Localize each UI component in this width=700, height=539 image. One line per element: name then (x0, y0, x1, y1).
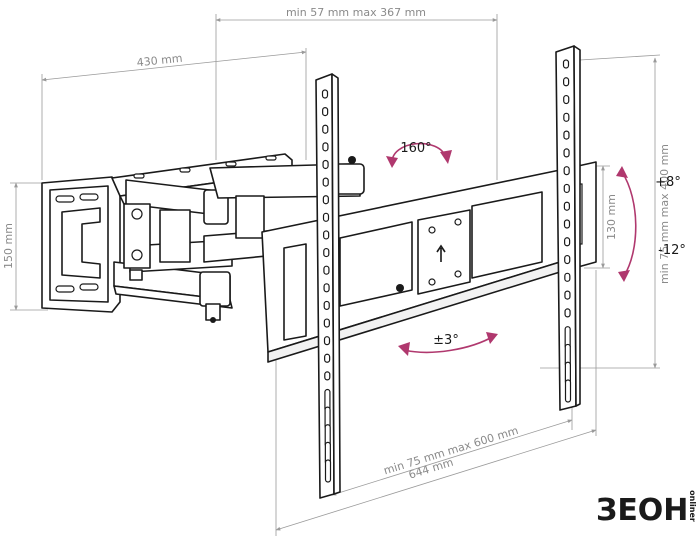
bar-slot (322, 177, 329, 187)
label-tilt-down: -12° (658, 243, 686, 258)
bar-slot (323, 247, 330, 258)
bar-slot (323, 265, 330, 275)
bar-slot (324, 353, 331, 363)
bar-slot (564, 308, 571, 318)
bar-slot (324, 371, 331, 381)
bar-slot (323, 318, 330, 328)
articulating-arms (111, 153, 365, 323)
label-tilt-up: +8° (655, 175, 681, 190)
label-bar-spacing: 130 mm (605, 194, 618, 240)
bar-slot (563, 148, 570, 158)
bar-slot (322, 159, 329, 170)
logo-brand-text: ЗЕОН (596, 493, 688, 528)
bar-slot (322, 212, 330, 222)
brand-logo: ЗЕОН onliner (596, 490, 697, 528)
label-arm-length: 430 mm (136, 52, 183, 70)
bar-slot (323, 283, 330, 293)
bar-slot (563, 94, 570, 105)
bar-slot (563, 201, 570, 211)
dimension-lines (10, 14, 661, 536)
bar-slot (564, 237, 571, 247)
bar-slot (564, 290, 571, 300)
bar-slot (562, 59, 570, 69)
bar-slot (563, 183, 570, 194)
bar-slot (323, 230, 330, 240)
bar-slot (323, 300, 330, 311)
bar-slot (563, 130, 570, 140)
bar-slot (564, 379, 572, 403)
vertical-bar-left (315, 73, 341, 499)
bar-slot (563, 166, 570, 176)
label-swivel-angle: 160° (400, 141, 431, 156)
bar-slot (324, 459, 332, 483)
bar-slot (322, 195, 329, 205)
vertical-bar-right (555, 45, 581, 411)
logo-sub-text: onliner (688, 490, 697, 522)
bar-slot (322, 142, 329, 152)
bar-slot (563, 77, 570, 87)
wall-plate (41, 176, 121, 313)
bar-slot (322, 107, 329, 117)
label-rotation-angle: ±3° (433, 333, 459, 348)
label-vesa-vertical: min 75 mm max 400 mm (658, 144, 671, 284)
bar-slot (321, 89, 329, 99)
bar-slot (563, 112, 570, 122)
bar-slot (323, 336, 331, 346)
swivel-arrow (386, 142, 452, 168)
label-wall-plate-height: 150 mm (2, 223, 15, 269)
tilt-arrow (616, 166, 637, 282)
bar-slot (322, 124, 329, 134)
label-wall-distance: min 57 mm max 367 mm (286, 6, 426, 19)
bar-slot (564, 254, 571, 265)
bar-slot (563, 219, 571, 229)
rotation-arrow (398, 332, 498, 356)
bar-slot (564, 272, 571, 282)
